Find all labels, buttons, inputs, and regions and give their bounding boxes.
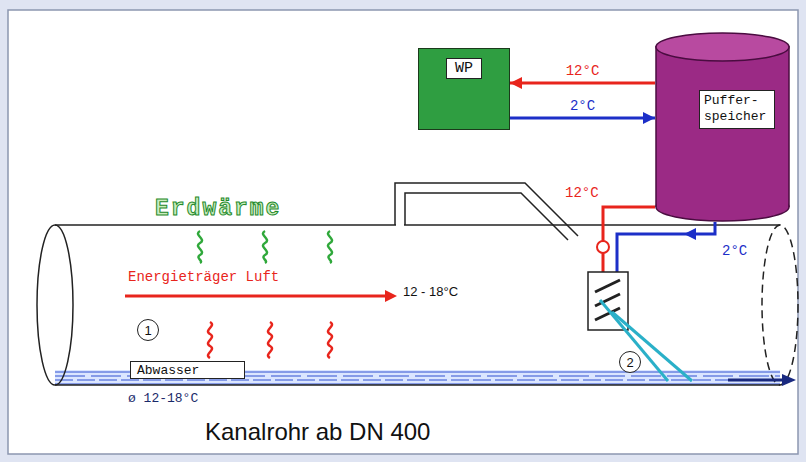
panel: [8, 10, 798, 454]
temperature-label: ø 12-18°C: [128, 392, 198, 406]
shaft: [395, 183, 578, 240]
pipe-line: [617, 222, 715, 272]
pipe-connector: [510, 82, 655, 85]
temperature-label: 12°C: [564, 64, 602, 79]
exchanger-coil: [595, 294, 620, 306]
temperature-label: 12 - 18°C: [403, 285, 458, 299]
pipe-size-label: Kanalrohr ab DN 400: [205, 419, 430, 445]
callout-number: 1: [137, 319, 159, 341]
sewer-pipe: [37, 225, 798, 385]
pipe-line: [603, 207, 655, 272]
heat-waves-ground: [198, 231, 332, 263]
ground-heat-label: Erdwärme: [155, 197, 281, 222]
shaft-wall: [395, 183, 578, 236]
air-line: [125, 295, 386, 298]
outflow-arrow: [728, 374, 796, 386]
collector-line: [612, 312, 692, 381]
pipe-top: [55, 224, 780, 226]
collector-lines: [600, 300, 692, 381]
tank-top: [656, 33, 789, 61]
callout-number: 2: [619, 351, 641, 373]
pipe-end: [37, 225, 73, 385]
arrowhead: [385, 290, 397, 302]
node-label: WP: [446, 58, 482, 79]
air-flow-arrow: [125, 290, 397, 302]
pipe-end-dashed: [762, 225, 798, 385]
temperature-label: 12°C: [565, 186, 599, 201]
temperature-label: 2°C: [568, 99, 597, 114]
heat-waves-sewage: [208, 322, 332, 358]
valve-symbol: [597, 241, 609, 253]
heat-wave: [328, 322, 332, 358]
heat-wave: [208, 322, 212, 358]
shaft-wall: [405, 193, 568, 240]
pipe-connector: [510, 117, 655, 120]
heat-wave: [268, 322, 272, 358]
pipe-bottom: [55, 384, 780, 386]
heat-wave: [328, 231, 332, 263]
outflow-line: [728, 379, 784, 382]
red-supply-pipe: [597, 207, 655, 272]
exchanger-coil: [595, 280, 620, 292]
heat-wave: [198, 231, 202, 263]
tank-side: [655, 46, 657, 207]
tank-side: [788, 46, 790, 207]
node-label: Puffer- speicher: [699, 90, 775, 129]
arrowhead: [684, 228, 696, 240]
water-line: [55, 380, 780, 381]
shaft-opening: [396, 222, 404, 228]
callout-text: 2: [626, 356, 633, 369]
water-line: [55, 384, 780, 385]
sewage-tag: Abwasser: [130, 361, 245, 379]
tank-body: [657, 46, 789, 207]
node-label: Abwasser: [137, 364, 199, 377]
buffer-tank: Puffer- speicher: [655, 32, 790, 222]
arrowhead: [782, 374, 796, 386]
callout-text: 1: [144, 324, 151, 337]
tank-body: [656, 46, 789, 208]
collector-line: [600, 300, 668, 381]
heat-wave: [263, 231, 267, 263]
blue-return-pipe: [617, 222, 715, 272]
air-label: Energieträger Luft: [128, 270, 279, 285]
temperature-label: 2°C: [722, 244, 747, 259]
heat-pump-box: WP: [418, 48, 510, 130]
